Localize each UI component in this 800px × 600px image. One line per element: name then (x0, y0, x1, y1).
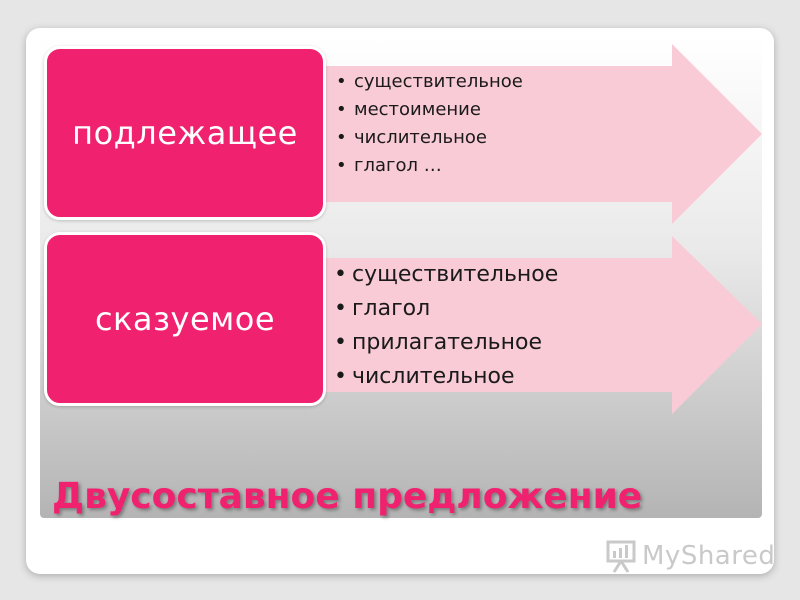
watermark-text: MyShared (642, 541, 776, 571)
subject-items-list: существительное местоимение числительное… (336, 68, 523, 180)
list-item: числительное (334, 360, 558, 394)
watermark-logo: MyShared (606, 538, 775, 574)
list-item: числительное (336, 124, 523, 152)
list-item: глагол (334, 292, 558, 326)
list-item: местоимение (336, 96, 523, 124)
predicate-label: сказуемое (94, 300, 276, 338)
predicate-items-list: существительное глагол прилагательное чи… (334, 258, 558, 394)
list-item: существительное (336, 68, 523, 96)
slide-title: Двусоставное предложение (52, 476, 643, 517)
list-item: глагол … (336, 152, 523, 180)
subject-block: подлежащее (44, 46, 326, 220)
list-item: прилагательное (334, 326, 558, 360)
subject-label: подлежащее (72, 114, 298, 152)
predicate-block: сказуемое (44, 232, 326, 406)
list-item: существительное (334, 258, 558, 292)
presentation-board-icon (606, 540, 636, 573)
